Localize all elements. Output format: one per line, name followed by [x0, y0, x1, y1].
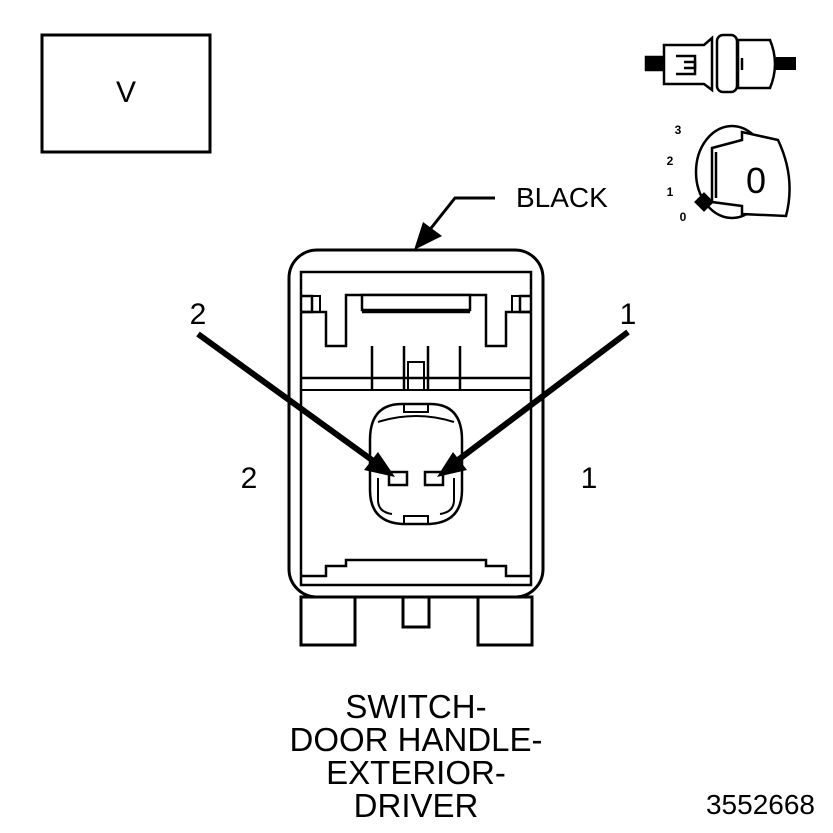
ignition-key-icon: 3 2 1 0 0 — [667, 123, 791, 224]
side-label-pin-2: 2 — [241, 462, 258, 495]
key-position-0: 0 — [680, 210, 687, 224]
caption-line-4: DRIVER — [354, 787, 479, 824]
connector-icon — [644, 33, 796, 94]
view-label: V — [116, 76, 136, 109]
figure-number: 3552668 — [706, 789, 815, 820]
connector-housing — [287, 248, 545, 647]
arrow-label-pin-2: 2 — [190, 298, 207, 331]
caption-line-1: SWITCH- — [345, 688, 486, 725]
side-label-pin-1: 1 — [581, 462, 598, 495]
caption-line-2: DOOR HANDLE- — [289, 721, 542, 758]
key-position-3: 3 — [675, 123, 682, 137]
key-position-2: 2 — [667, 154, 674, 168]
color-label: BLACK — [516, 182, 608, 213]
caption-line-3: EXTERIOR- — [326, 754, 506, 791]
key-digit: 0 — [746, 160, 766, 201]
color-callout: BLACK — [414, 182, 608, 250]
view-indicator: V — [40, 33, 212, 154]
connector-caption: SWITCH- DOOR HANDLE- EXTERIOR- DRIVER — [289, 688, 542, 824]
arrow-label-pin-1: 1 — [620, 298, 637, 331]
pin-arrows: 2 1 — [190, 298, 637, 477]
key-position-1: 1 — [667, 185, 674, 199]
